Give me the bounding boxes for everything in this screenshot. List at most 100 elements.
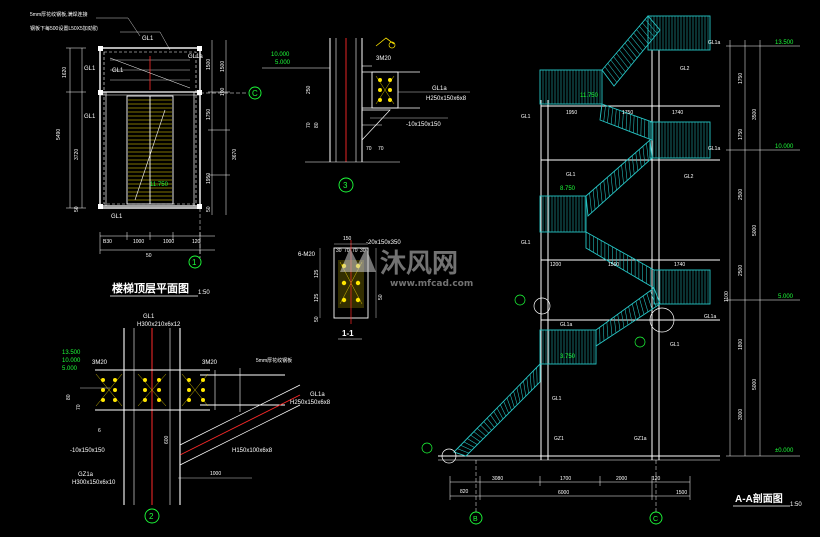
sec-dim-r7: 1100 — [724, 291, 730, 302]
sec-gl-9: GL1a — [560, 322, 572, 328]
sec-axis-c: C — [653, 516, 658, 523]
d2-column: GZ1a — [78, 472, 94, 478]
watermark: 沐风网 www.mfcad.com — [340, 248, 473, 289]
axis-c-bubble-2 — [649, 511, 663, 525]
sec-dim-t1: 1950 — [566, 110, 577, 116]
sec-dim-b2: 3080 — [492, 476, 503, 482]
d3-dim-3: 70 — [366, 146, 372, 152]
d11-dim-9: 50 — [378, 294, 384, 300]
plan-gl-3: GL1 — [84, 66, 96, 72]
plan-gl-6: GL1 — [112, 68, 124, 74]
d2-plate-note: 5mm厚花纹钢板 — [256, 357, 292, 364]
sec-dim-r9: 5000 — [752, 379, 758, 390]
sec-dim-t5: 1560 — [608, 262, 619, 268]
sec-gl-5: GL2 — [680, 66, 690, 72]
plan-dim-r4: 1750 — [206, 109, 212, 120]
sec-gl-13: GZ1a — [634, 436, 647, 442]
plan-dim-r7: 50 — [206, 206, 212, 212]
d11-dim-1: 150 — [343, 236, 352, 242]
d3-dim-5: 80 — [314, 122, 320, 128]
plan-title: 楼梯顶层平面图 — [112, 281, 189, 295]
sec-elev-r4: ±0.000 — [775, 448, 794, 454]
sec-gl-1: GL1 — [521, 114, 531, 120]
detail-2-bubble — [144, 508, 160, 524]
d2-bolt-left: 3M20 — [92, 360, 108, 366]
d2-elev-3: 5.000 — [62, 366, 78, 372]
sec-elev-r2: 10.000 — [775, 144, 794, 150]
detail-3: 10.000 5.000 3M20 GL1a H250x150x6x8 -10x… — [262, 37, 470, 193]
d2-dim-4: 1000 — [210, 471, 221, 477]
section-title: A-A剖面图 — [735, 492, 783, 505]
plan-gl-4: GL1 — [84, 114, 96, 120]
detail-3-bubble — [338, 177, 354, 193]
plan-dim-r6: 1950 — [206, 173, 212, 184]
d2-number: 2 — [149, 512, 154, 521]
d3-dim-2: 70 — [306, 122, 312, 128]
plan-note-1: 5mm厚花纹钢板,满焊连接 — [30, 11, 88, 18]
plan-gl-1: GL1 — [142, 36, 154, 42]
sec-elev-l3: 3.750 — [560, 354, 576, 360]
watermark-url: www.mfcad.com — [390, 279, 473, 289]
plan-dim-r5: 3670 — [232, 149, 238, 160]
d3-section: H250x150x6x8 — [426, 96, 467, 102]
axis-c-bubble — [248, 86, 262, 100]
plan-axis-label: C — [252, 89, 258, 98]
plan-note-2: 钢板下每500设置L50X5加劲肋 — [30, 25, 98, 32]
sec-dim-b1: 820 — [460, 489, 469, 495]
sec-dim-b5: 120 — [652, 476, 661, 482]
d3-plate: -10x150x150 — [406, 122, 441, 128]
plan-dim-b2: 1000 — [133, 239, 144, 245]
sec-gl-8: GL1a — [704, 314, 716, 320]
sec-dim-r1: 1750 — [738, 73, 744, 84]
sec-dim-b7: 1500 — [676, 490, 687, 496]
detail-2: GL1 H300x210x6x12 13.500 10.000 5.000 3M… — [62, 314, 331, 524]
sec-gl-11: GL1 — [552, 396, 562, 402]
d2-dim-2: 70 — [76, 404, 82, 410]
d11-dim-8: 125 — [314, 269, 320, 278]
plan-dim-r3: 100 — [220, 87, 226, 96]
plan-gl-5: GL1 — [111, 214, 123, 220]
sec-elev-r3: 5.000 — [778, 294, 794, 300]
d2-dim-5: 6 — [98, 428, 101, 434]
sec-dim-t3: 1740 — [672, 110, 683, 116]
sec-dim-t6: 1740 — [674, 262, 685, 268]
d3-dim-1: 250 — [306, 85, 312, 94]
detail-1-bubble — [188, 255, 202, 269]
d11-dim-6: 50 — [314, 316, 320, 322]
sec-dim-b3: 1700 — [560, 476, 571, 482]
sec-gl-7: GL2 — [684, 174, 694, 180]
section-scale: 1:50 — [790, 502, 802, 508]
d11-dim-3: 70 — [344, 248, 350, 254]
plan-dim-l1: 1620 — [62, 67, 68, 78]
plan-dim-r1: 1500 — [206, 59, 212, 70]
sec-dim-r2: 3500 — [752, 109, 758, 120]
sec-elev-r1: 13.500 — [775, 40, 794, 46]
d3-bolt: 3M20 — [376, 56, 392, 62]
sec-gl-12: GZ1 — [554, 436, 564, 442]
plan-dim-b5: 50 — [146, 253, 152, 259]
sec-elev-l1: 11.750 — [580, 93, 599, 99]
d11-dim-5: 30 — [360, 248, 366, 254]
plan-elevation: 11.750 — [150, 182, 169, 188]
plan-dim-b4: 120 — [192, 239, 201, 245]
d2-top-beam: GL1 — [143, 314, 155, 320]
d11-dim-7: 125 — [314, 293, 320, 302]
d11-bolt: 6-M20 — [298, 252, 316, 258]
sec-gl-10: GL1 — [670, 342, 680, 348]
plan-dim-b3: 1000 — [163, 239, 174, 245]
sec-gl-2: GL1 — [521, 240, 531, 246]
d2-dim-1: 80 — [66, 394, 72, 400]
sec-axis-b: B — [473, 516, 478, 523]
sec-dim-b6: 6000 — [558, 490, 569, 496]
sec-dim-t4: 1200 — [550, 262, 561, 268]
plan-dim-l2: 5490 — [56, 129, 62, 140]
sec-dim-r5: 5000 — [752, 225, 758, 236]
plan-dim-l4: 50 — [74, 206, 80, 212]
d3-beam: GL1a — [432, 86, 447, 92]
d2-elev-1: 13.500 — [62, 350, 81, 356]
sec-dim-r4: 2500 — [738, 189, 744, 200]
d2-bolt-right: 3M20 — [202, 360, 218, 366]
d2-elev-2: 10.000 — [62, 358, 81, 364]
d2-beam-section: H250x150x6x8 — [290, 400, 331, 406]
